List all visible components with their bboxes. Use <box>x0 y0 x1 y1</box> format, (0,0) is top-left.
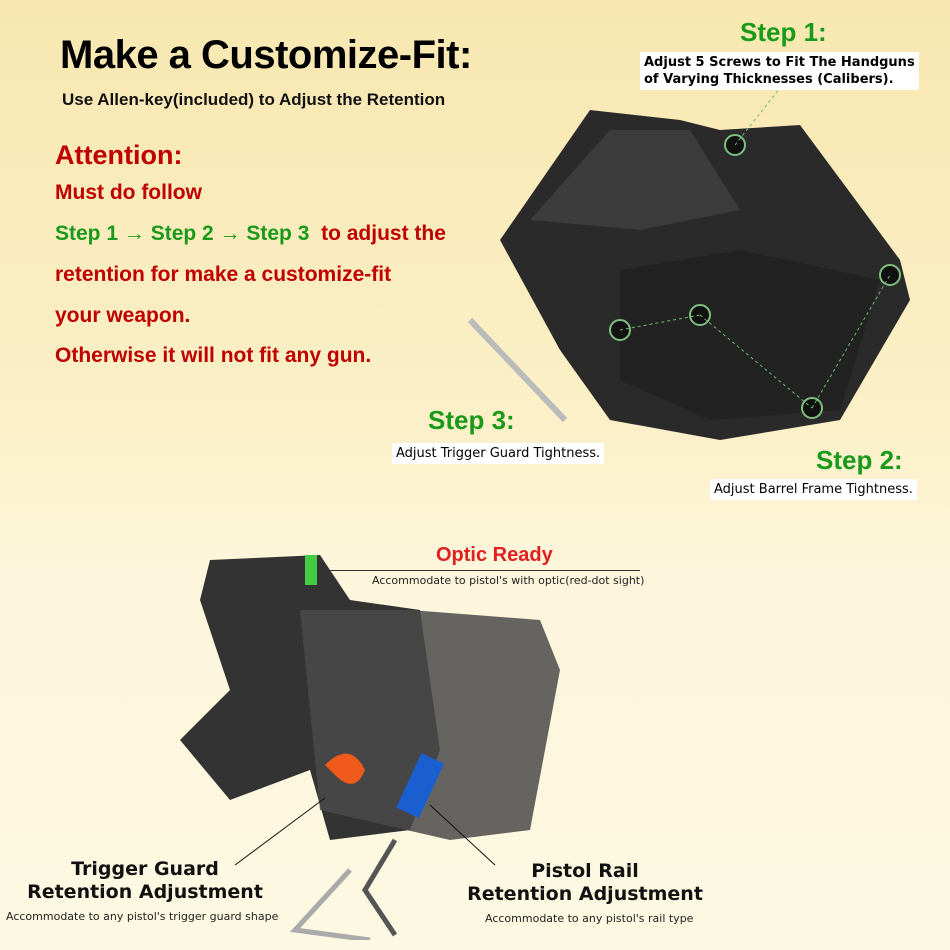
step2-title: Step 2: <box>816 445 903 475</box>
trigger-guard-label: Trigger Guard Retention Adjustment <box>10 858 280 904</box>
attention-line-5: Otherwise it will not fit any gun. <box>55 344 372 367</box>
step-sequence: Step 1 → Step 2 → Step 3 <box>55 222 310 245</box>
step1-title: Step 1: <box>740 17 827 47</box>
leader-line <box>234 797 326 866</box>
trigger-guard-line1: Trigger Guard <box>71 858 219 880</box>
optic-sight <box>305 555 317 585</box>
attention-line-2-rest: to adjust the <box>321 222 446 245</box>
allen-key <box>362 838 398 937</box>
page-title: Make a Customize-Fit: <box>60 33 472 77</box>
attention-heading: Attention: <box>55 140 183 170</box>
pistol-rail-desc: Accommodate to any pistol's rail type <box>485 912 694 925</box>
step1-description: Adjust 5 Screws to Fit The Handguns of V… <box>640 52 919 90</box>
attention-line-3: retention for make a customize-fit <box>55 263 392 286</box>
pistol-holster-illustration <box>180 555 560 940</box>
allen-key <box>467 317 568 423</box>
optic-ready-desc: Accommodate to pistol's with optic(red-d… <box>372 574 645 587</box>
trigger-guard-line2: Retention Adjustment <box>27 881 263 903</box>
screw-icon <box>879 264 901 286</box>
leader-line <box>429 804 496 866</box>
pistol-rail-label: Pistol Rail Retention Adjustment <box>450 860 720 906</box>
holster-illustration <box>467 90 910 440</box>
step2-description: Adjust Barrel Frame Tightness. <box>710 479 917 500</box>
step1-line2: of Varying Thicknesses (Calibers). <box>644 72 894 87</box>
rail-adjuster <box>396 753 445 819</box>
attention-line-1: Must do follow <box>55 181 202 204</box>
optic-divider <box>330 570 640 571</box>
trigger-guard-adjuster <box>325 753 365 784</box>
allen-key <box>289 868 371 940</box>
pistol-rail-line2: Retention Adjustment <box>467 883 703 905</box>
step3-title: Step 3: <box>428 405 515 435</box>
page-subtitle: Use Allen-key(included) to Adjust the Re… <box>62 90 446 109</box>
pistol-rail-line1: Pistol Rail <box>531 860 639 882</box>
trigger-guard-desc: Accommodate to any pistol's trigger guar… <box>6 910 279 923</box>
optic-ready-title: Optic Ready <box>436 544 553 566</box>
step3-description: Adjust Trigger Guard Tightness. <box>392 443 605 464</box>
step1-line1: Adjust 5 Screws to Fit The Handguns <box>644 55 915 70</box>
attention-line-2: Step 1 → Step 2 → Step 3 to adjust the <box>55 221 446 246</box>
attention-line-4: your weapon. <box>55 304 191 327</box>
